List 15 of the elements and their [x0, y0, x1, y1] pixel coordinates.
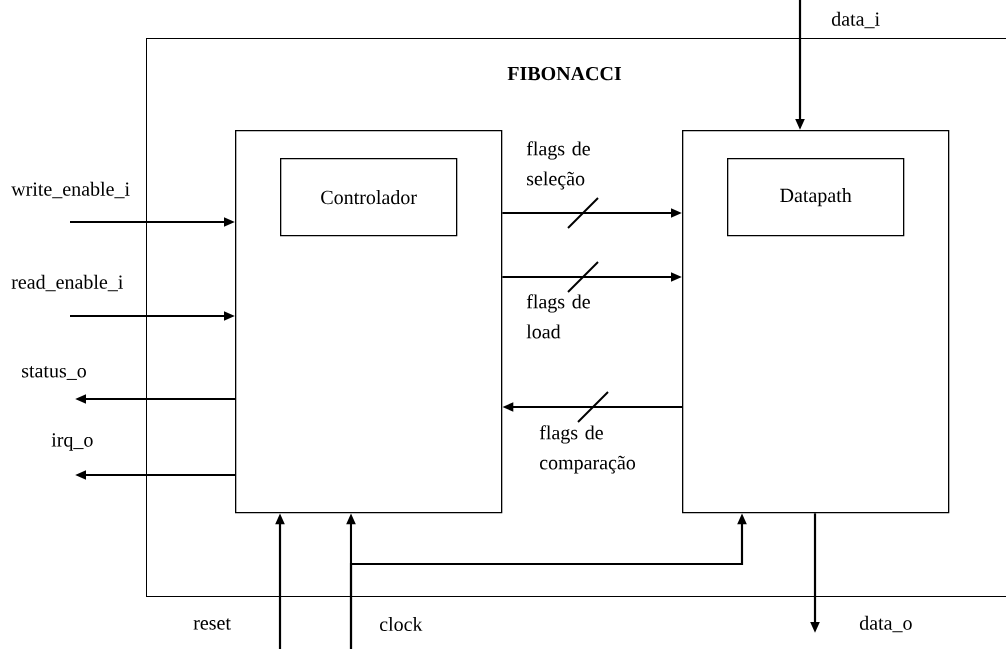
signal-label: read_enable_i	[11, 274, 123, 292]
signal-label: status_o	[22, 366, 86, 380]
signal-label: irq_o	[51, 433, 93, 451]
submodule-box: Controlador	[280, 158, 458, 237]
signal-label: write_enable_i	[11, 181, 130, 199]
signal-label: data_i	[831, 11, 880, 29]
signal-label: flags de comparação	[539, 425, 636, 474]
signal-label: flags de seleção	[526, 141, 590, 190]
signal-label: reset	[193, 618, 231, 630]
submodule-box: Datapath	[727, 158, 905, 237]
signal-label: data_o	[859, 615, 912, 633]
signal-label: flags de load	[526, 294, 590, 339]
module-box	[682, 130, 950, 514]
signal-label: clock	[379, 616, 423, 632]
module-box	[235, 130, 503, 514]
